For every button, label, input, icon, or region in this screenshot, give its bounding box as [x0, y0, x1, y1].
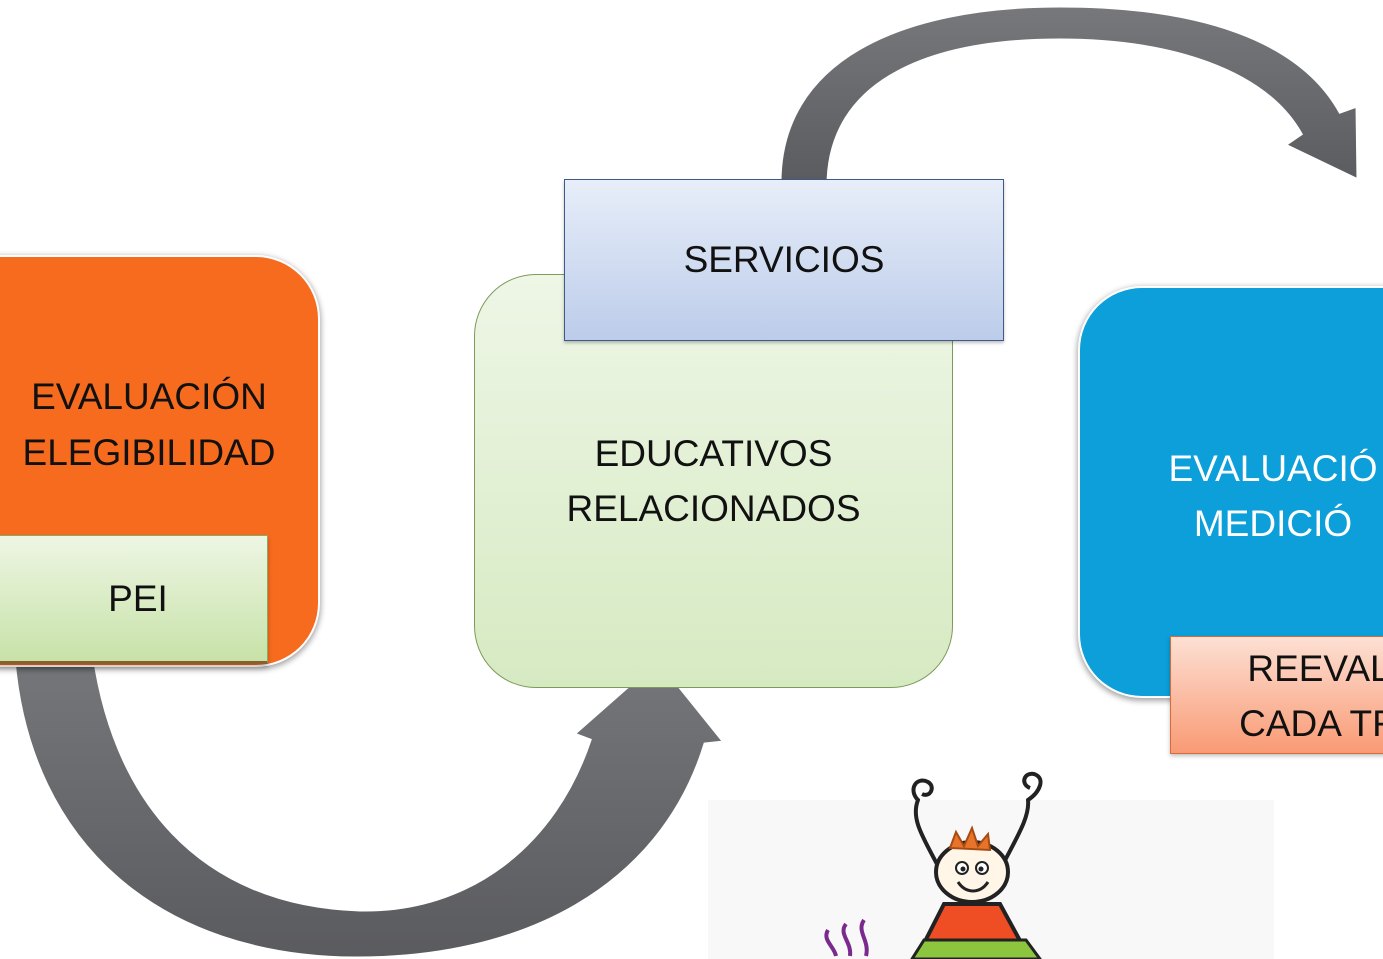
curved-arrow-bottom [12, 638, 727, 959]
green-box-line2: RELACIONADOS [566, 488, 861, 529]
educational-related-box: EDUCATIVOS RELACIONADOS [474, 274, 953, 688]
servicios-label: SERVICIOS [683, 239, 885, 281]
curved-arrow-top [778, 4, 1360, 188]
pei-label: PEI [108, 577, 168, 619]
evaluation-measurement-box: EVALUACIÓ MEDICIÓ [1080, 288, 1383, 696]
reeval-line2: CADA TR [1239, 703, 1383, 744]
orange-box-line1: EVALUACIÓN [31, 376, 267, 417]
reeval-line1: REEVAL [1247, 647, 1383, 689]
pei-tab: PEI [0, 535, 268, 664]
orange-box-line2: ELEGIBILIDAD [22, 431, 276, 473]
green-box-line1: EDUCATIVOS [594, 432, 833, 474]
blue-box-line1: EVALUACIÓ [1168, 447, 1378, 489]
reevaluation-tab: REEVAL CADA TR [1170, 636, 1383, 754]
blue-box-line2: MEDICIÓ [1193, 503, 1353, 544]
servicios-tab: SERVICIOS [564, 179, 1004, 341]
